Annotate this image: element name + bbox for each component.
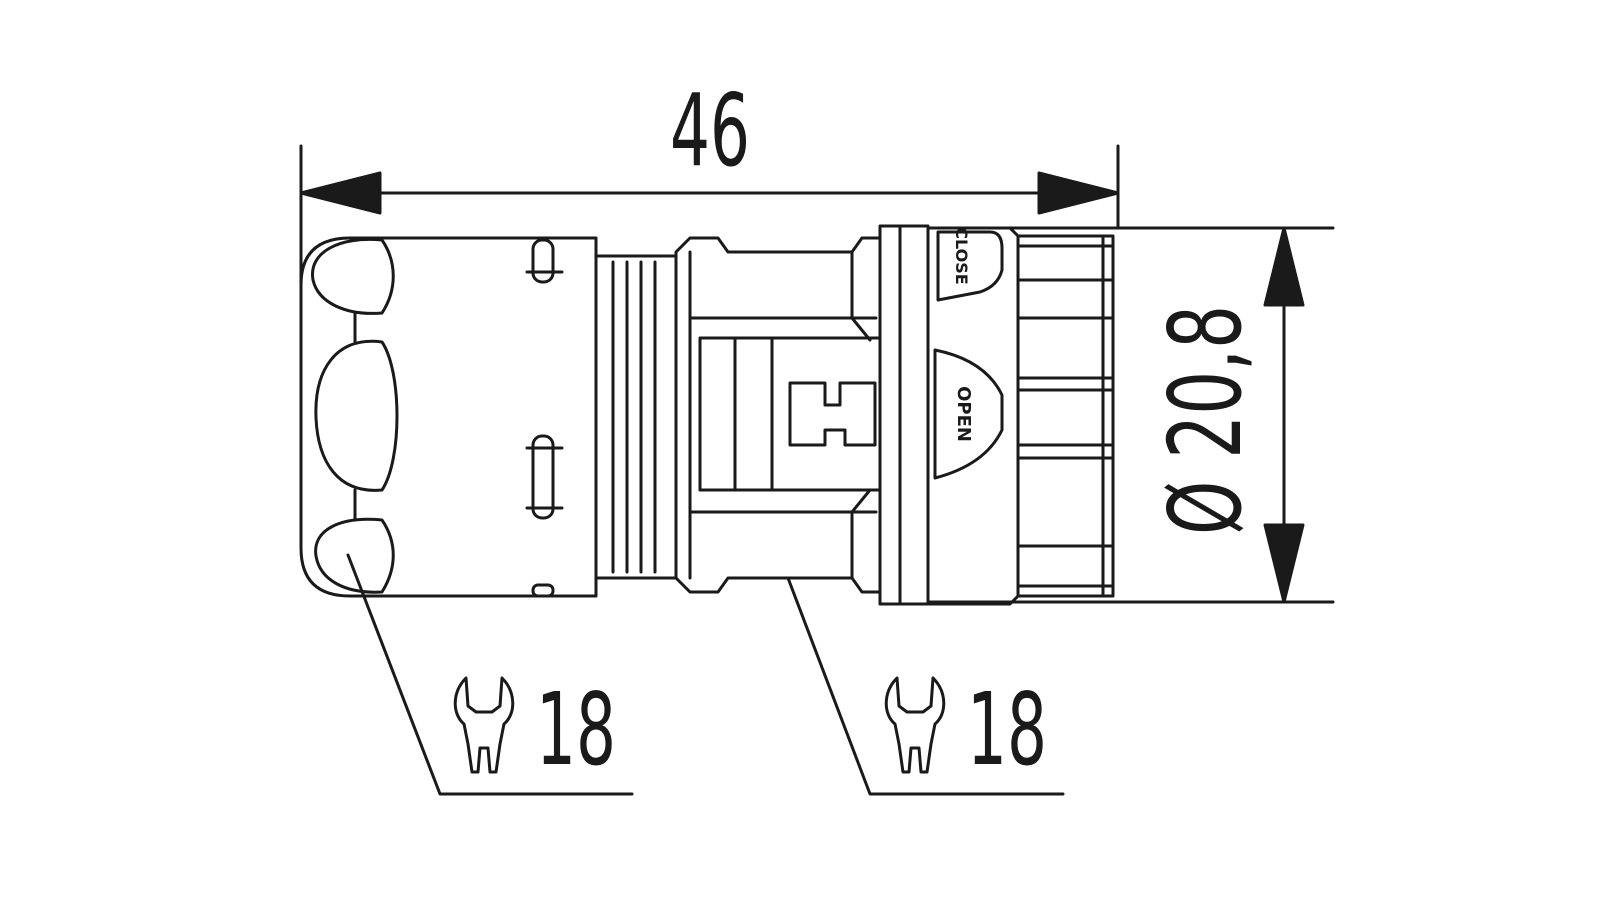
grip-lobe-middle [314,339,399,492]
front-nut [1016,234,1115,598]
latch-slot-middle [531,434,555,520]
diameter-dimension-label: Ø 20,8 [1147,305,1264,535]
wrench-leaders [346,553,1065,796]
length-arrow-left [299,171,382,215]
logo-frame [770,336,882,492]
wrench-icon [453,676,515,774]
leader-right [786,576,1065,796]
wrench-icon [884,676,946,774]
diameter-arrow-top [1263,226,1305,307]
bayonet-ring [878,224,1020,606]
length-arrow-right [1037,171,1120,215]
close-window [936,230,1004,302]
center-plate-bevel [698,336,737,492]
close-marking: CLOSE [952,227,971,284]
length-dimension-label: 46 [670,72,750,189]
manufacturer-logo-icon [788,381,877,447]
leader-left [346,553,634,796]
grip-lobe-bottom [314,517,395,594]
front-nut-outline [1016,234,1115,598]
rear-cap [299,236,598,598]
coupling-inner-top [850,250,872,342]
length-dimension [299,144,1120,547]
bayonet-ring-outline [878,224,930,606]
coupling-outline [674,236,882,594]
open-marking: OPEN [953,386,974,442]
coupling-inner-bottom [850,488,872,580]
latch-slot-bottom [531,583,555,598]
threaded-neck [594,254,678,580]
grip-lobe-top [311,237,395,315]
center-plate [733,336,774,492]
open-window [933,348,1004,480]
diameter-arrow-bottom [1263,523,1305,604]
diameter-dimension [926,226,1335,604]
coupling-body [674,236,882,594]
wrench-size-right-label: 18 [967,671,1047,788]
neck-outline [594,254,678,580]
latch-slot-top [531,238,555,284]
rear-cap-outline [299,236,598,598]
wrench-size-left-label: 18 [536,671,616,788]
